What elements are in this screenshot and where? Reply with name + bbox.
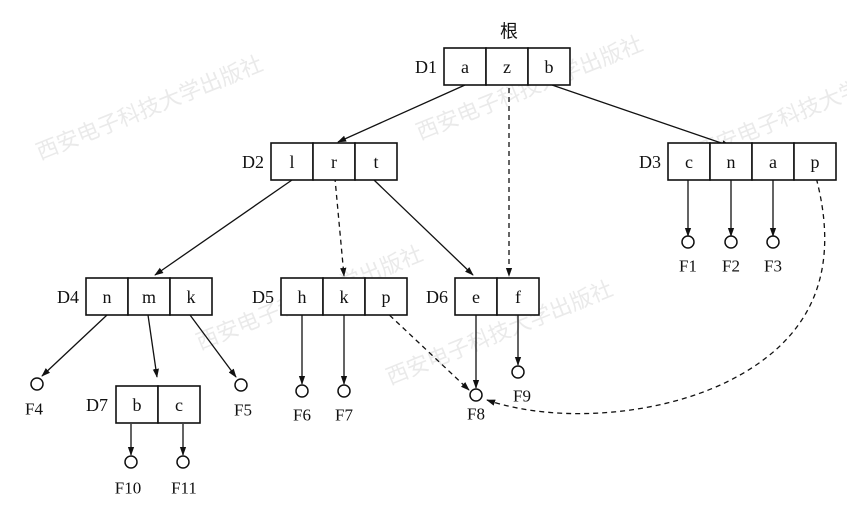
leaf-f11-label: F11 <box>171 479 197 498</box>
node-d2-key: l <box>289 152 294 172</box>
leaf-f7-circle <box>337 384 351 398</box>
node-label-d1: D1 <box>415 57 437 77</box>
node-label-d3: D3 <box>639 152 661 172</box>
node-label-d5: D5 <box>252 287 274 307</box>
edge-layer <box>41 84 777 456</box>
edge-d1-a-to-d2 <box>337 84 466 143</box>
leaf-f1-label: F1 <box>679 257 697 276</box>
node-d7: D7 b c <box>86 385 201 424</box>
node-d7-key: c <box>175 395 183 415</box>
node-d6-cell <box>496 277 540 316</box>
leaf-f6-label: F6 <box>293 406 311 425</box>
node-d1-cell <box>527 47 571 86</box>
node-d5-key: h <box>298 287 307 307</box>
leaf-f3-circle <box>766 235 780 249</box>
node-d7-key: b <box>133 395 142 415</box>
node-d7-cell <box>157 385 201 424</box>
node-d4-key: m <box>142 287 156 307</box>
link-d5-p-to-f8 <box>382 308 470 391</box>
node-d3-key: p <box>811 152 820 172</box>
node-d4-cell <box>169 277 213 316</box>
node-label-d2: D2 <box>242 152 264 172</box>
node-d4-key: n <box>103 287 112 307</box>
node-label-d6: D6 <box>426 287 448 307</box>
node-d2-key: r <box>331 152 337 172</box>
edge-d1-b-to-d3 <box>551 84 731 147</box>
leaf-f2-circle <box>724 235 738 249</box>
leaf-f9-label: F9 <box>513 387 531 406</box>
root-label: 根 <box>500 22 518 43</box>
node-d3: D3 c n a p <box>639 142 837 181</box>
leaf-f1-circle <box>681 235 695 249</box>
node-d4-key: k <box>187 287 196 307</box>
node-d7-cell <box>115 385 159 424</box>
edge-d2-l-to-d4 <box>154 179 293 276</box>
node-d5-cell <box>364 277 408 316</box>
node-d3-key: c <box>685 152 693 172</box>
node-d6-key: f <box>515 287 521 307</box>
node-d4: D4 n m k <box>57 277 213 316</box>
leaf-f2-label: F2 <box>722 257 740 276</box>
leaf-f7-label: F7 <box>335 406 353 425</box>
node-d5: D5 h k p <box>252 277 408 316</box>
link-d2-r-to-d5 <box>333 167 347 277</box>
node-d1-key: a <box>461 57 469 77</box>
watermark-text: 西安电子科技大学出版社 <box>33 52 267 166</box>
edge-d2-t-to-d6 <box>373 179 474 276</box>
node-d4-cell <box>127 277 171 316</box>
dashed-link-layer <box>333 70 826 415</box>
leaf-f10-label: F10 <box>115 479 141 498</box>
node-d3-key: a <box>769 152 777 172</box>
node-d6-cell <box>454 277 498 316</box>
leaf-f9-circle <box>511 365 525 379</box>
node-d1: D1 a z b <box>415 47 571 86</box>
node-d1-cell <box>485 47 529 86</box>
leaf-f4-circle <box>30 377 44 391</box>
leaf-f5-label: F5 <box>234 401 252 420</box>
leaf-f4-label: F4 <box>25 400 43 419</box>
edge-d4-m-to-d7 <box>147 314 159 378</box>
node-d6: D6 e f <box>426 277 540 316</box>
link-d3-p-to-f8 <box>486 169 826 415</box>
watermark-layer: 西安电子科技大学出版社 西安电子科技大学出版社 西安电子科技大学出版社 西安电子… <box>33 32 847 391</box>
edge-d4-n-to-f4 <box>41 314 108 377</box>
node-label-d4: D4 <box>57 287 79 307</box>
node-d3-cell <box>751 142 795 181</box>
leaf-f10-circle <box>124 455 138 469</box>
leaf-f6-circle <box>295 384 309 398</box>
edge-d4-k-to-f5 <box>189 314 237 378</box>
node-label-d7: D7 <box>86 395 108 415</box>
node-d3-cell <box>667 142 711 181</box>
leaf-f3-label: F3 <box>764 257 782 276</box>
leaf-f5-circle <box>234 378 248 392</box>
node-d2-cell <box>354 142 398 181</box>
node-d5-key: p <box>382 287 391 307</box>
node-d5-key: k <box>340 287 349 307</box>
node-d3-cell <box>793 142 837 181</box>
node-d1-key: b <box>545 57 554 77</box>
node-d6-key: e <box>472 287 480 307</box>
leaf-layer: F1 F2 F3 F4 F5 F6 F7 F8 F9 F10 F11 <box>25 235 782 498</box>
node-d3-key: n <box>727 152 736 172</box>
leaf-f11-circle <box>176 455 190 469</box>
node-d1-cell <box>443 47 487 86</box>
node-d2-key: t <box>373 152 378 172</box>
leaf-f8-circle <box>469 388 483 402</box>
node-d2: D2 l r t <box>242 142 398 181</box>
node-d1-key: z <box>503 57 511 77</box>
leaf-f8-label: F8 <box>467 405 485 424</box>
node-d2-cell <box>312 142 356 181</box>
